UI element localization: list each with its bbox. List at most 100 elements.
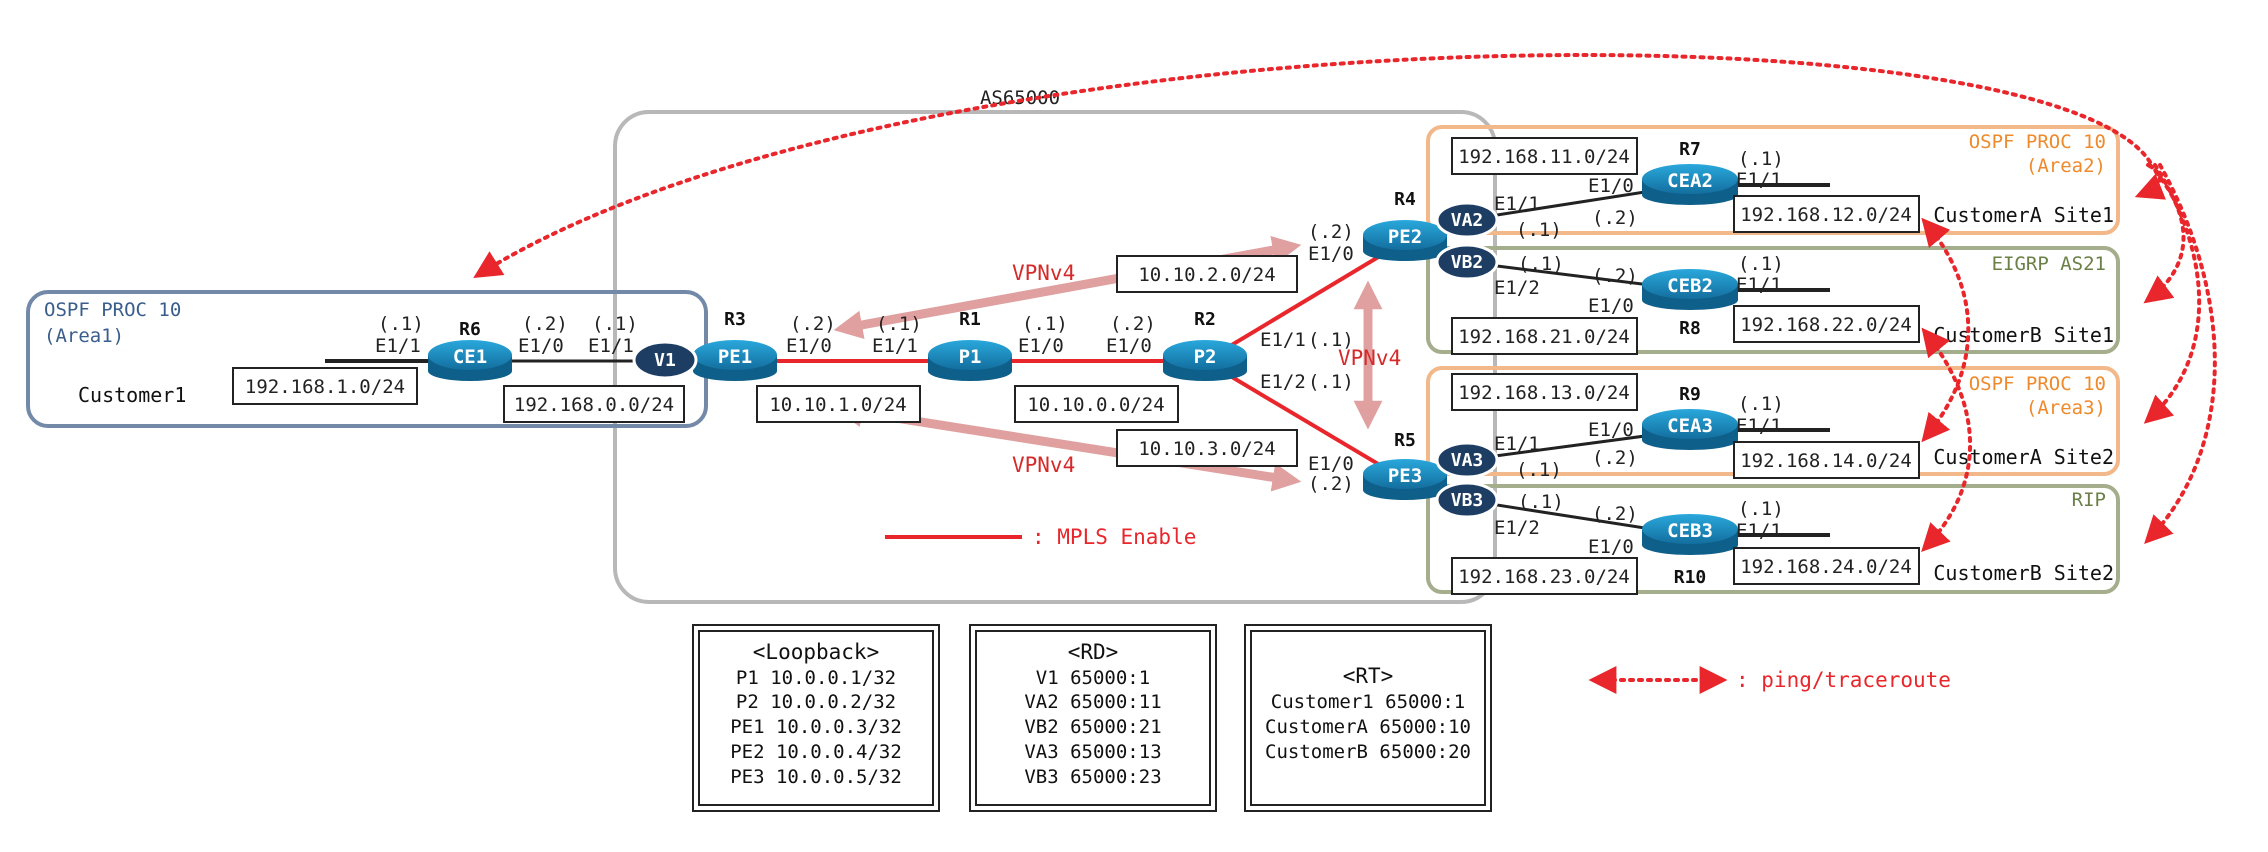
customer1-area-subtitle: (Area1) — [44, 325, 124, 347]
net-10-10-2-label: 10.10.2.0/24 — [1138, 264, 1275, 286]
eigrp-area-title: EIGRP AS21 — [1992, 253, 2106, 275]
label-p2-e11-ip: (.1) — [1308, 329, 1354, 351]
loopback-row: PE1 10.0.0.3/32 — [730, 716, 902, 738]
customera-site2-label: CustomerA Site2 — [1933, 445, 2114, 469]
rd-table: <RD> V1 65000:1 VA2 65000:11 VB2 65000:2… — [969, 624, 1217, 812]
ping-arrow-right-eigrp — [2143, 163, 2186, 304]
rt-row: CustomerA 65000:10 — [1265, 716, 1471, 738]
label-p1-e10-ip: (.1) — [1022, 313, 1068, 335]
label-pe3-e12: E1/2 — [1494, 517, 1540, 539]
label-ceb2-e11-ip: (.1) — [1738, 253, 1784, 275]
label-p1-e11-ip: (.1) — [876, 313, 922, 335]
label-pe3-e10-ip: (.2) — [1308, 473, 1354, 495]
label-p2-e12-ip: (.1) — [1308, 371, 1354, 393]
r10-name: R10 — [1674, 567, 1707, 588]
vrf-vb2: VB2 — [1435, 243, 1499, 281]
label-cea2-e10: E1/0 — [1588, 175, 1634, 197]
label-ceb2-e11: E1/1 — [1736, 274, 1782, 296]
net-192-168-12: 192.168.12.0/24 — [1733, 195, 1920, 233]
area2-subtitle: (Area2) — [2026, 155, 2106, 177]
ceb2-label: CEB2 — [1667, 275, 1713, 297]
label-ce1-e10: E1/0 — [518, 335, 564, 357]
ceb3-label: CEB3 — [1667, 520, 1713, 542]
va3-label: VA3 — [1451, 450, 1484, 471]
pe3-label: PE3 — [1388, 465, 1422, 487]
label-p1-e11: E1/1 — [872, 335, 918, 357]
r9-name: R9 — [1679, 384, 1701, 405]
label-pe2-e10-ip: (.2) — [1308, 221, 1354, 243]
label-pe3-e12-ip: (.1) — [1518, 491, 1564, 513]
vpnv4-label-right: VPNv4 — [1338, 346, 1401, 370]
label-p2-e11: E1/1 — [1260, 329, 1306, 351]
label-pe2-e11: E1/1 — [1494, 193, 1540, 215]
area3-subtitle: (Area3) — [2026, 397, 2106, 419]
area3-title: OSPF PROC 10 — [1969, 373, 2106, 395]
net-192-168-13-label: 192.168.13.0/24 — [1458, 382, 1630, 404]
net-192-168-24-label: 192.168.24.0/24 — [1740, 556, 1912, 578]
net-192-168-14-label: 192.168.14.0/24 — [1740, 450, 1912, 472]
label-p2-e10-ip: (.2) — [1110, 313, 1156, 335]
label-ceb3-e11-ip: (.1) — [1738, 498, 1784, 520]
router-pe2: PE2 R4 — [1363, 189, 1447, 261]
rt-title: <RT> — [1343, 664, 1394, 688]
label-cea3-e10: E1/0 — [1588, 419, 1634, 441]
r8-name: R8 — [1679, 318, 1701, 339]
area2-title: OSPF PROC 10 — [1969, 131, 2106, 153]
vpnv4-label-bottom: VPNv4 — [1012, 453, 1075, 477]
r5-name: R5 — [1394, 430, 1416, 451]
loopback-row: PE3 10.0.0.5/32 — [730, 766, 902, 788]
ping-arrow-site1-site2-b — [1921, 327, 1973, 553]
mpls-link-p2-pe3 — [1203, 359, 1407, 482]
rd-row: V1 65000:1 — [1036, 667, 1150, 689]
customera-site1-label: CustomerA Site1 — [1933, 203, 2114, 227]
r2-name: R2 — [1194, 309, 1216, 330]
vrf-v1: V1 — [632, 340, 698, 380]
net-192-168-11-label: 192.168.11.0/24 — [1458, 146, 1630, 168]
label-ceb2-e10-ip: (.2) — [1592, 265, 1638, 287]
loopback-table: <Loopback> P1 10.0.0.1/32 P2 10.0.0.2/32… — [692, 624, 940, 812]
eigrp-area-box — [1426, 246, 2120, 354]
r6-name: R6 — [459, 319, 481, 340]
label-pe1-e10-ip: (.2) — [790, 313, 836, 335]
net-192-168-11: 192.168.11.0/24 — [1451, 137, 1638, 175]
rip-area-box — [1426, 484, 2120, 594]
net-192-168-23-label: 192.168.23.0/24 — [1458, 566, 1630, 588]
label-p1-e10: E1/0 — [1018, 335, 1064, 357]
net-10-10-1-label: 10.10.1.0/24 — [769, 394, 906, 416]
interface-labels: (.1) E1/1 (.2) E1/0 (.1) E1/1 (.2) E1/0 … — [375, 148, 1784, 558]
router-pe1: PE1 R3 — [693, 309, 777, 381]
label-ceb3-e10-ip: (.2) — [1592, 503, 1638, 525]
label-cea2-e11: E1/1 — [1736, 169, 1782, 191]
router-ce1: CE1 R6 — [428, 319, 512, 381]
net-10-10-0: 10.10.0.0/24 — [1014, 385, 1179, 423]
label-pe2-e12: E1/2 — [1494, 277, 1540, 299]
router-cea3: CEA3 R9 — [1642, 384, 1738, 450]
cea3-label: CEA3 — [1667, 415, 1713, 437]
net-10-10-3: 10.10.3.0/24 — [1116, 429, 1298, 467]
net-192-168-22: 192.168.22.0/24 — [1733, 305, 1920, 343]
p1-label: P1 — [959, 346, 982, 368]
r1-name: R1 — [959, 309, 981, 330]
vb2-label: VB2 — [1451, 252, 1484, 273]
loopback-title: <Loopback> — [753, 640, 879, 664]
label-p2-e12: E1/2 — [1260, 371, 1306, 393]
net-10-10-3-label: 10.10.3.0/24 — [1138, 438, 1275, 460]
vrf-vb3: VB3 — [1435, 481, 1499, 519]
pe2-label: PE2 — [1388, 226, 1422, 248]
r7-name: R7 — [1679, 139, 1701, 160]
ping-arrow-right-a3 — [2143, 163, 2202, 424]
net-192-168-21-label: 192.168.21.0/24 — [1458, 326, 1630, 348]
net-192-168-12-label: 192.168.12.0/24 — [1740, 204, 1912, 226]
label-pe1-e11: E1/1 — [588, 335, 634, 357]
rd-title: <RD> — [1068, 640, 1119, 664]
mpls-legend-text: : MPLS Enable — [1032, 525, 1196, 549]
router-p1: P1 R1 — [928, 309, 1012, 381]
va2-label: VA2 — [1451, 210, 1484, 231]
label-p2-e10: E1/0 — [1106, 335, 1152, 357]
label-cea3-e11-ip: (.1) — [1738, 393, 1784, 415]
ping-arrow-right-rip — [2144, 163, 2217, 545]
label-cea2-e11-ip: (.1) — [1738, 148, 1784, 170]
vb3-label: VB3 — [1451, 490, 1484, 511]
router-pe3: PE3 R5 — [1363, 430, 1447, 500]
label-ce1-e10-ip: (.2) — [522, 313, 568, 335]
